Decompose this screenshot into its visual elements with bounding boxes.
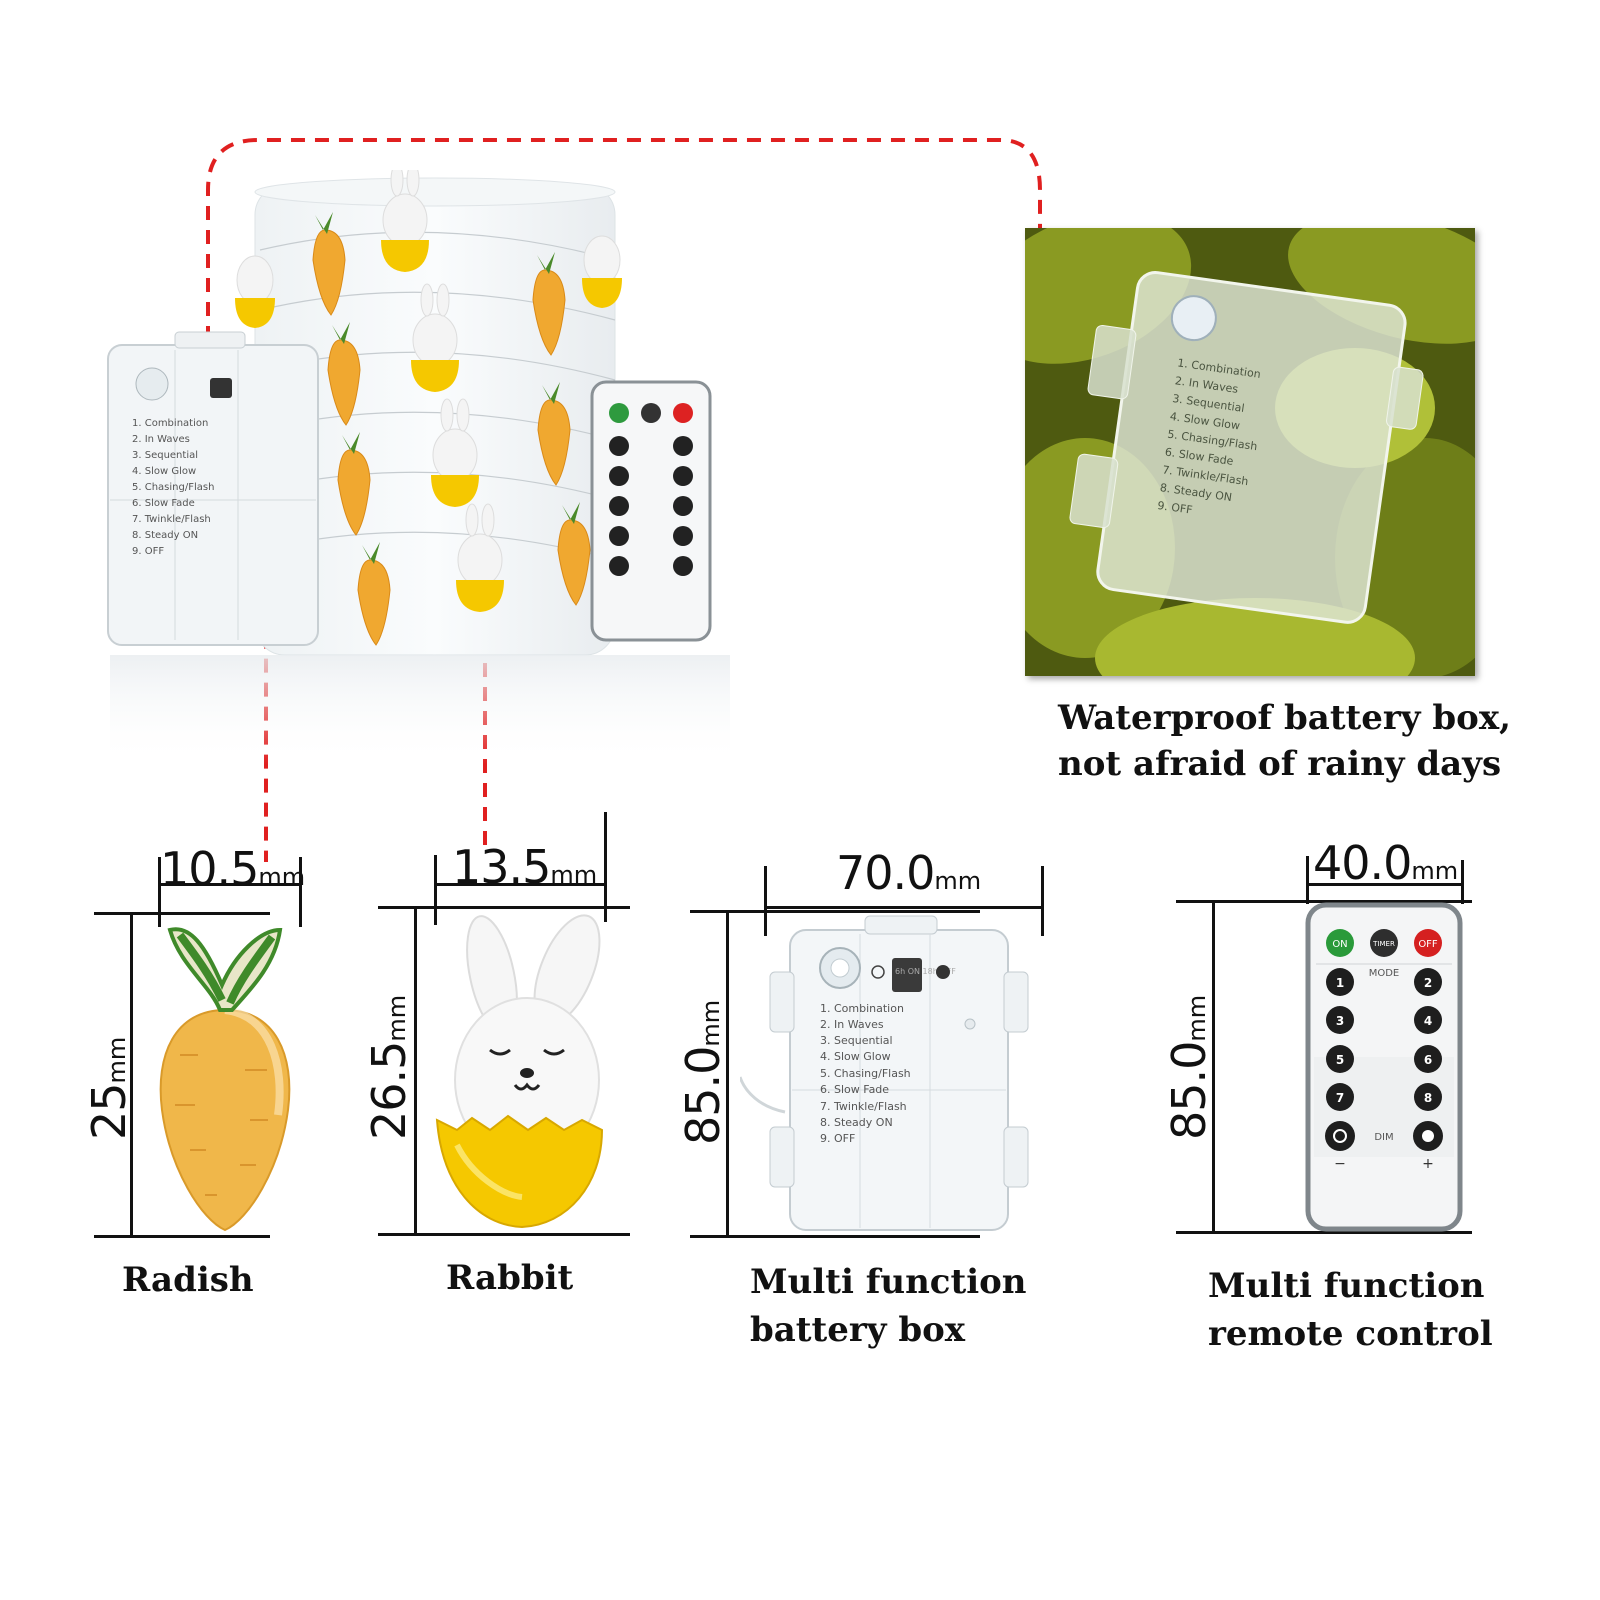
rabbit-width-label: 13.5mm — [452, 840, 598, 894]
battery-height-bottom — [690, 1235, 980, 1238]
battery-width-tick-right — [1041, 866, 1044, 936]
battery-label-3: 3. Sequential — [820, 1034, 893, 1047]
remote-caption-line1: Multi function — [1208, 1266, 1485, 1306]
svg-text:6. Slow Fade: 6. Slow Fade — [132, 498, 195, 509]
svg-text:TIMER: TIMER — [1372, 940, 1395, 948]
battery-label-8: 8. Steady ON — [820, 1116, 893, 1129]
photo-remote — [590, 380, 712, 642]
svg-text:9. OFF: 9. OFF — [1157, 499, 1194, 517]
remote-timer-button — [1370, 929, 1398, 957]
radish-caption-line1: Radish — [122, 1260, 254, 1300]
remote-height-top — [1176, 900, 1472, 903]
battery-label-7: 7. Twinkle/Flash — [820, 1100, 907, 1113]
remote-num-3: 3 — [1336, 1014, 1344, 1028]
rabbit-height-bottom — [378, 1233, 630, 1236]
remote-num-5: 5 — [1336, 1053, 1344, 1067]
remote-num-1: 1 — [1336, 976, 1344, 990]
battery-label-1: 1. Combination — [820, 1002, 904, 1015]
rabbit-height-label: 26.5mm — [362, 994, 416, 1140]
remote-width-bar — [1306, 883, 1464, 886]
remote-mode-label: MODE — [1369, 968, 1400, 979]
battery-switch-text: 6h ON 18h OFF — [895, 967, 956, 976]
battery-label-2: 2. In Waves — [820, 1018, 884, 1031]
rabbit-width-tick-left — [434, 855, 437, 925]
remote-dim-label: DIM — [1374, 1132, 1393, 1143]
battery-box-image: 6h ON 18h OFF 1. Combination 2. In Waves… — [740, 915, 1029, 1231]
radish-width-tick-left — [158, 857, 161, 927]
waterproof-caption: Waterproof battery box, not afraid of ra… — [1058, 695, 1511, 787]
battery-width-label: 70.0mm — [836, 846, 982, 900]
svg-text:OFF: OFF — [1418, 939, 1438, 950]
svg-text:9. OFF: 9. OFF — [132, 546, 164, 557]
svg-text:7. Twinkle/Flash: 7. Twinkle/Flash — [132, 514, 211, 525]
rabbit-height-bar — [414, 906, 417, 1236]
rabbit-image — [435, 914, 604, 1229]
battery-label-6: 6. Slow Fade — [820, 1083, 889, 1096]
battery-box-caption-line2: battery box — [750, 1310, 966, 1350]
remote-minus-label: − — [1334, 1156, 1346, 1172]
battery-height-top — [690, 910, 980, 913]
remote-num-7: 7 — [1336, 1091, 1344, 1105]
battery-box-caption: Multi function battery box — [750, 1258, 1027, 1354]
battery-box-caption-line1: Multi function — [750, 1262, 1027, 1302]
remote-height-label: 85.0mm — [1162, 994, 1216, 1140]
rabbit-caption: Rabbit — [446, 1254, 573, 1302]
radish-height-label: 25mm — [82, 1036, 136, 1140]
rabbit-height-top — [378, 906, 630, 909]
radish-width-label: 10.5mm — [160, 842, 306, 896]
battery-label-4: 4. Slow Glow — [820, 1050, 891, 1063]
battery-label-5: 5. Chasing/Flash — [820, 1067, 911, 1080]
radish-width-bar — [158, 883, 302, 886]
svg-text:5. Chasing/Flash: 5. Chasing/Flash — [132, 482, 214, 493]
remote-caption: Multi function remote control — [1208, 1262, 1493, 1358]
battery-height-label: 85.0mm — [676, 999, 730, 1145]
battery-label-9: 9. OFF — [820, 1132, 855, 1145]
rabbit-lights — [235, 163, 622, 612]
battery-width-bar — [764, 906, 1044, 909]
remote-off-button — [1414, 929, 1442, 957]
remote-dim-down-button — [1325, 1121, 1355, 1151]
carrot-lights — [312, 229, 591, 646]
remote-image: ON TIMER OFF MODE 1 2 3 4 5 6 7 8 DIM − … — [1305, 902, 1463, 1232]
svg-text:4. Slow Glow: 4. Slow Glow — [132, 466, 196, 477]
remote-plus-label: + — [1422, 1156, 1434, 1172]
battery-width-tick-left — [764, 866, 767, 936]
remote-height-bar — [1212, 900, 1215, 1234]
radish-width-tick-right — [299, 857, 302, 927]
battery-height-bar — [726, 910, 729, 1238]
rabbit-width-bar — [434, 883, 606, 886]
remote-caption-line2: remote control — [1208, 1314, 1493, 1354]
remote-num-6: 6 — [1424, 1053, 1432, 1067]
remote-width-tick-left — [1306, 856, 1309, 904]
remote-width-tick-right — [1461, 860, 1464, 904]
svg-text:2. In Waves: 2. In Waves — [132, 434, 190, 445]
svg-text:8. Steady ON: 8. Steady ON — [132, 530, 198, 541]
rabbit-width-tick-right — [604, 812, 607, 922]
remote-num-8: 8 — [1424, 1091, 1432, 1105]
rabbit-caption-line1: Rabbit — [446, 1258, 574, 1298]
connector-top — [206, 138, 1042, 340]
radish-height-top — [94, 912, 270, 915]
remote-height-bottom — [1176, 1231, 1472, 1234]
photo-battery-box: 1. Combination 2. In Waves 3. Sequential 4… — [107, 331, 319, 646]
svg-text:3. Sequential: 3. Sequential — [132, 450, 198, 461]
svg-text:1. Combination: 1. Combination — [132, 418, 208, 429]
remote-on-button — [1326, 929, 1354, 957]
radish-height-bottom — [94, 1235, 270, 1238]
radish-caption: Radish — [122, 1256, 254, 1304]
remote-num-2: 2 — [1424, 976, 1432, 990]
remote-num-4: 4 — [1424, 1014, 1432, 1028]
remote-width-label: 40.0mm — [1313, 836, 1459, 890]
svg-text:ON: ON — [1332, 939, 1347, 950]
waterproof-caption-line1: Waterproof battery box, — [1058, 698, 1511, 738]
radish-image — [159, 927, 291, 1232]
product-photo: 1. Combination 2. In Waves 3. Sequential 4… — [70, 163, 730, 770]
radish-height-bar — [130, 912, 133, 1238]
waterproof-caption-line2: not afraid of rainy days — [1058, 744, 1502, 784]
